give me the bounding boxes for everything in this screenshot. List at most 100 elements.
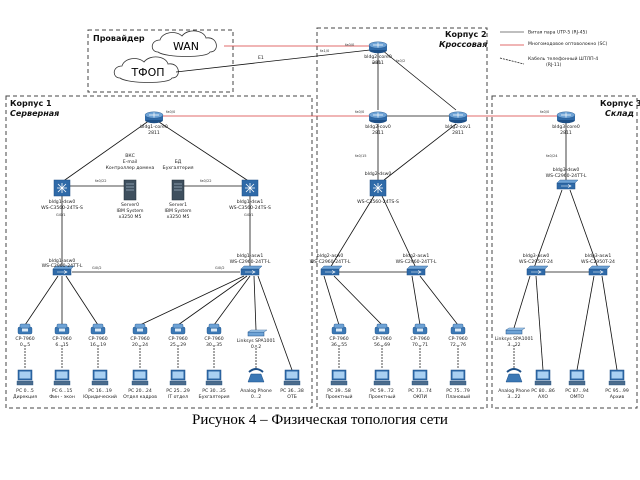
ip-phone-p4[interactable]: CP-7960 20...24 xyxy=(130,323,150,348)
phone-range: 25...29 xyxy=(170,342,186,348)
link-b3asw1-c16 xyxy=(601,275,618,371)
figure-caption: Рисунок 4 – Физическая топология сети xyxy=(192,412,448,428)
pc-dept: АХО xyxy=(538,394,548,400)
link-b3dsw0-b3asw0 xyxy=(533,189,563,269)
ip-phone-p3[interactable]: CP-7960 16...19 xyxy=(88,323,108,348)
building3-subtitle: Склад xyxy=(605,109,634,118)
server0[interactable]: ВКС E-mail Контроллер домена Server0 IBM… xyxy=(106,153,155,220)
analog-label: Analog Phone xyxy=(498,388,530,394)
phone-range: 36...55 xyxy=(331,342,347,348)
pc-c4[interactable]: PC 20...24 Отдел кадров xyxy=(123,369,157,400)
router-b2dist1[interactable]: bldg2-cov1 2811 xyxy=(445,111,471,136)
pc-range: PC 25...29 xyxy=(166,388,190,394)
switch-name: bldg3-dsw0 xyxy=(553,167,580,173)
switch-model: WS-C2950T-24 xyxy=(519,259,553,265)
pc-c2[interactable]: PC 6...15 Фин - экон xyxy=(49,369,75,400)
pc-c12[interactable]: PC 75...79 Плановый xyxy=(446,369,470,400)
switch-b2asw1[interactable]: bldg2-asw1 WS-C2960-24TT-L xyxy=(396,253,437,276)
switch-name: bldg3-asw0 xyxy=(523,253,550,259)
pstn-label: ТФОП xyxy=(130,66,164,79)
pc-dept: ОМТО xyxy=(570,394,584,400)
server-model: x3250 M5 xyxy=(167,214,190,220)
analog-label: Analog Phone xyxy=(240,388,272,394)
switch-b3asw1[interactable]: bldg3-asw1 WS-C2950T-24 xyxy=(581,253,615,276)
pc-c3[interactable]: PC 16...19 Юридический xyxy=(83,369,117,400)
pc-dept: Бухгалтерия xyxy=(199,394,230,400)
router-b1core[interactable]: bldg1-core0 2811 xyxy=(140,111,168,136)
analog-range: 3...22 xyxy=(507,394,520,400)
phone-model: CP-7960 xyxy=(88,336,107,342)
pc-c15[interactable]: PC 87...94 ОМТО xyxy=(565,369,589,400)
switch-model: WS-C2960-24TT-L xyxy=(310,259,351,265)
server1[interactable]: БД Бухгалтерия Server1 IBM System x3250 … xyxy=(163,159,194,220)
pc-c10[interactable]: PC 59...72 Проектный xyxy=(368,369,396,400)
ip-phone-p5[interactable]: CP-7960 25...29 xyxy=(168,323,188,348)
pc-dept: Проектный xyxy=(368,393,395,400)
pc-range: PC 0...5 xyxy=(16,388,34,394)
port-label: fa0/22 xyxy=(200,179,212,183)
provider-title: Провайдер xyxy=(93,34,145,43)
pc-c1[interactable]: PC 0...5 Дирекция xyxy=(13,369,37,400)
switch-name: bldg3-asw1 xyxy=(585,253,612,259)
phone-range: 0...5 xyxy=(20,342,30,348)
analog-phone-c7[interactable]: Analog Phone 0...2 xyxy=(240,368,272,400)
voip-adapter-p7[interactable]: Linksys SPA1001 0...2 xyxy=(237,329,276,350)
pc-c9[interactable]: PC 39...58 Проектный xyxy=(325,369,353,400)
analog-phone-c13[interactable]: Analog Phone 3...22 xyxy=(498,368,530,400)
ip-phone-p10[interactable]: CP-7960 70...71 xyxy=(410,323,430,348)
pc-c6[interactable]: PC 30...35 Бухгалтерия xyxy=(199,369,230,400)
pstn-cloud: ТФОП xyxy=(113,56,179,83)
pc-c14[interactable]: PC 80...86 АХО xyxy=(531,369,555,400)
pc-range: PC 59...72 xyxy=(370,388,394,394)
router-name: bldg1-core0 xyxy=(140,124,168,130)
switch-model: WS-C3560-24TS-S xyxy=(357,199,399,205)
switch-b3asw0[interactable]: bldg3-asw0 WS-C2950T-24 xyxy=(519,253,553,276)
pc-c11[interactable]: PC 73...74 ОКПИ xyxy=(408,369,432,400)
ip-phone-p11[interactable]: CP-7960 72...76 xyxy=(448,323,468,348)
ip-phone-p6[interactable]: CP-7960 30...35 xyxy=(204,323,224,348)
pc-dept: Фин - экон xyxy=(49,394,75,400)
building2-title: Корпус 2 xyxy=(445,30,487,39)
port-label: fa0/0 xyxy=(355,110,365,114)
router-b3core[interactable]: bldg3-core0 2811 xyxy=(552,111,580,136)
server-role: БД xyxy=(175,159,182,165)
switch-b2asw0[interactable]: bldg2-asw0 WS-C2960-24TT-L xyxy=(310,253,351,276)
switch-b3dsw0[interactable]: bldg3-dsw0 WS-C2960-24TT-L xyxy=(546,167,587,190)
phone-model: CP-7960 xyxy=(448,336,467,342)
pc-c16[interactable]: PC 95...99 Архив xyxy=(605,369,629,400)
switch-b1asw1[interactable]: bldg1-asw1 WS-C2960-24TT-L xyxy=(230,253,271,276)
adapter-range: 0...2 xyxy=(251,344,261,350)
port-label: fa0/2 xyxy=(396,59,405,63)
router-b2core[interactable]: bldg2-core0 2811 xyxy=(364,41,392,66)
pc-range: PC 6...15 xyxy=(52,388,73,394)
pc-range: PC 16...19 xyxy=(88,388,112,394)
link-b2core-b2dist1 xyxy=(381,49,457,111)
e1-label: E1 xyxy=(258,55,264,61)
switch-b1dsw1[interactable]: bldg1-dsw1 WS-C3560-24TS-S xyxy=(229,179,271,211)
pc-dept: Архив xyxy=(610,394,625,400)
ip-phone-p9[interactable]: CP-7960 56...69 xyxy=(372,323,392,348)
ip-phone-p1[interactable]: CP-7960 0...5 xyxy=(15,323,35,348)
ip-phone-p2[interactable]: CP-7960 6...15 xyxy=(52,323,72,348)
pc-c5[interactable]: PC 25...29 IT отдел xyxy=(166,369,190,400)
switch-b2dsw0[interactable]: bldg2-dsw0 WS-C3560-24TS-S xyxy=(357,171,399,205)
pc-range: PC 75...79 xyxy=(446,388,470,394)
link-b1core-b1dsw0 xyxy=(61,119,151,183)
router-name: bldg2-core0 xyxy=(364,54,392,60)
pc-dept: Отдел кадров xyxy=(123,394,157,400)
legend-phone-swatch xyxy=(499,57,525,65)
switch-model: WS-C3560-24TS-S xyxy=(41,205,83,211)
switch-b1dsw0[interactable]: bldg1-dsw0 WS-C3560-24TS-S xyxy=(41,179,83,211)
port-label: fa1/0 xyxy=(320,49,330,53)
port-label: Gi0/1 xyxy=(56,213,66,217)
ip-phone-p8[interactable]: CP-7960 36...55 xyxy=(329,323,349,348)
router-name: bldg2-cov0 xyxy=(365,124,391,130)
pc-dept: Проектный xyxy=(325,393,352,400)
building2-box xyxy=(316,27,488,409)
voip-adapter-p12[interactable]: Linksys SPA1001 3...22 xyxy=(495,327,534,348)
building2-subtitle: Кроссовая xyxy=(439,40,487,49)
router-b2dist0[interactable]: bldg2-cov0 2811 xyxy=(365,111,391,136)
phone-model: CP-7960 xyxy=(52,336,71,342)
pc-c8[interactable]: PC 36...38 ОТБ xyxy=(280,369,304,400)
switch-b1asw0[interactable]: bldg1-asw0 WS-C2960-24TT-L xyxy=(42,258,83,276)
